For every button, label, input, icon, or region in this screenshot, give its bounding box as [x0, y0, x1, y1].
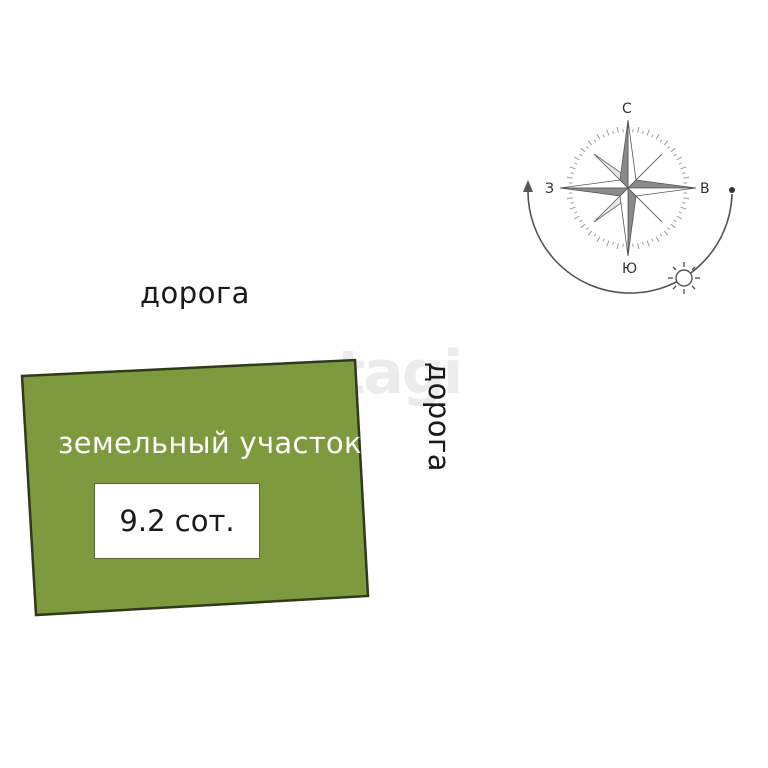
compass-tick	[580, 147, 586, 153]
compass-north-label: С	[622, 101, 632, 117]
compass-tick	[642, 130, 644, 135]
compass-tick	[612, 130, 614, 135]
compass-tick	[651, 238, 654, 242]
compass-tick	[673, 219, 677, 223]
sun-path-arc-icon	[527, 187, 733, 294]
compass-east-label: В	[700, 181, 710, 197]
compass-tick	[681, 202, 686, 204]
compass-tick	[663, 140, 669, 146]
compass-tick	[596, 236, 601, 242]
compass-tick	[637, 243, 640, 250]
compass-tick	[593, 139, 597, 143]
compass-tick	[566, 176, 573, 179]
compass-tick	[663, 230, 669, 236]
compass-tick	[678, 211, 682, 214]
compass-tick	[646, 129, 650, 136]
compass-tick	[602, 134, 605, 138]
compass-tick	[587, 140, 593, 146]
compass-tick	[596, 134, 601, 140]
compass-tick	[683, 197, 690, 200]
compass-tick	[681, 172, 686, 174]
compass-tick	[676, 156, 682, 161]
compass-main-points	[559, 119, 697, 257]
sunrise-dot	[729, 187, 735, 193]
compass-tick	[667, 227, 671, 231]
compass-tick-ring	[566, 126, 690, 250]
compass-rose-icon	[523, 119, 735, 294]
compass-tick	[616, 126, 619, 133]
compass-tick	[569, 206, 576, 210]
compass-tick	[574, 162, 578, 165]
compass-tick	[570, 202, 575, 204]
compass-tick	[616, 243, 619, 250]
compass-tick	[670, 223, 676, 229]
plot-area-value: 9.2 сот.	[119, 504, 235, 538]
compass-tick	[659, 139, 663, 143]
compass-tick	[673, 153, 677, 157]
compass-tick	[680, 206, 687, 210]
compass-tick	[585, 145, 589, 149]
sun-icon	[668, 262, 700, 294]
compass-tick	[574, 211, 578, 214]
compass-tick	[655, 134, 660, 140]
arc-arrow-head	[523, 180, 533, 192]
compass-tick	[570, 172, 575, 174]
compass-tick	[646, 240, 650, 247]
compass-tick	[670, 147, 676, 153]
compass-tick	[602, 238, 605, 242]
compass-tick	[579, 153, 583, 157]
plot-title: земельный участок	[58, 426, 362, 460]
compass-tick	[580, 223, 586, 229]
compass-tick	[566, 197, 573, 200]
compass-tick	[642, 241, 644, 246]
compass-tick	[659, 233, 663, 237]
compass-tick	[678, 162, 682, 165]
compass-tick	[606, 240, 610, 247]
compass-tick	[585, 227, 589, 231]
compass-tick	[593, 233, 597, 237]
compass-tick	[655, 236, 660, 242]
road-label-top: дорога	[140, 276, 250, 310]
compass-tick	[680, 166, 687, 170]
compass-tick	[683, 176, 690, 179]
compass-tick	[574, 215, 580, 220]
compass-south-label: Ю	[622, 261, 638, 277]
compass-tick	[574, 156, 580, 161]
compass-west-label: З	[545, 181, 554, 197]
compass-tick	[637, 126, 640, 133]
compass-tick	[579, 219, 583, 223]
compass-tick	[676, 215, 682, 220]
plot-area-box: 9.2 сот.	[94, 483, 260, 559]
compass-tick	[606, 129, 610, 136]
compass-tick	[587, 230, 593, 236]
compass-tick	[612, 241, 614, 246]
compass-tick	[569, 166, 576, 170]
compass-tick	[651, 134, 654, 138]
compass-tick	[667, 145, 671, 149]
